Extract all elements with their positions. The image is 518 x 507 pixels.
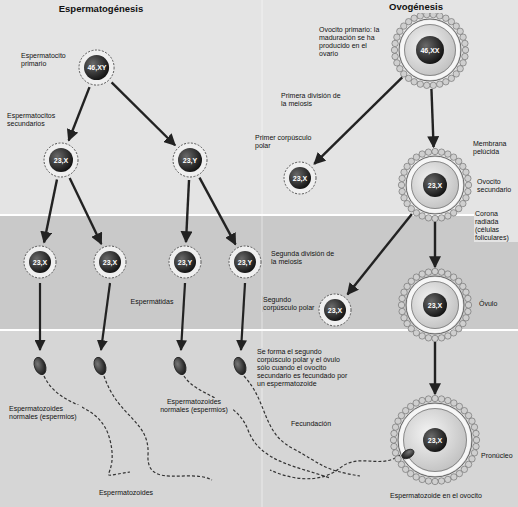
chromosome-count: 23,X: [428, 437, 442, 444]
chromosome-count: 23,Y: [183, 157, 197, 164]
division-arrow: [347, 214, 411, 294]
part-label: Fecundación: [290, 420, 348, 428]
panel-divider: [262, 0, 263, 507]
sperm-heads: [32, 356, 248, 377]
chromosome-count: 23,X: [293, 175, 307, 182]
chromosome-count: 23,X: [54, 157, 68, 164]
part-label: Espermatozoides normales (espermios): [8, 405, 82, 421]
germ-cell: 23,X: [23, 245, 57, 279]
germ-cell: 23,Y: [168, 245, 202, 279]
division-arrow: [434, 342, 436, 394]
division-arrow: [112, 82, 175, 145]
division-arrow: [199, 178, 235, 245]
oocyte-cell: 46,XX: [398, 18, 462, 82]
chromosome-count: 23,Y: [178, 259, 192, 266]
background-band: [0, 0, 518, 215]
oocyte-cell: 23,X: [397, 402, 473, 478]
panel-heading: Espermatogénesis: [30, 4, 172, 15]
division-arrow: [69, 87, 90, 140]
part-label: Espermatozoides: [80, 489, 172, 497]
part-label: Pronúcleo: [480, 452, 518, 460]
division-arrow: [70, 178, 102, 244]
germ-cell: 46,XY: [78, 49, 115, 86]
part-label: Espermatozoide en el ovocito: [360, 492, 512, 500]
germ-cell: 23,X: [93, 245, 127, 279]
part-label: Espermatozoides normales (espermios): [155, 398, 233, 414]
part-label: Segunda división de la meiosis: [270, 250, 336, 266]
germ-cell: 23,Y: [228, 245, 262, 279]
chromosome-count: 46,XX: [420, 47, 439, 54]
division-arrow: [314, 77, 402, 164]
oocyte-cell: 23,X: [405, 155, 465, 215]
part-label: Primer corpúsculo polar: [254, 134, 314, 150]
chromosome-count: 23,Y: [238, 259, 252, 266]
chromosome-count: 23,X: [428, 182, 442, 189]
germ-cell: 23,X: [43, 142, 79, 178]
part-label: Segundo corpúsculo polar: [262, 296, 316, 312]
panel-heading: Ovogénesis: [360, 2, 472, 13]
background-band: [0, 215, 518, 330]
germ-cell: 23,X: [318, 293, 352, 327]
division-arrow: [431, 89, 433, 147]
follicular-cells: [390, 11, 479, 484]
part-label: Espermatocitos secundarios: [6, 112, 68, 128]
part-label: Primera división de la meiosis: [280, 92, 344, 108]
part-label: Membrana pelúcida: [472, 140, 518, 156]
part-label: Óvulo: [478, 300, 516, 308]
chromosome-count: 23,X: [103, 259, 117, 266]
division-arrow: [44, 180, 57, 243]
sperm-tails: [44, 376, 400, 480]
chromosome-count: 23,X: [33, 259, 47, 266]
division-arrow: [434, 222, 436, 267]
oocyte-cell: 23,X: [405, 275, 465, 335]
chromosome-count: 46,XY: [87, 64, 106, 71]
germ-cell: 23,X: [283, 161, 317, 195]
maturation-arrows: [40, 283, 245, 350]
chromosome-count: 23,X: [428, 302, 442, 309]
part-label: Se forma el segundo corpúsculo polar y e…: [256, 348, 350, 388]
part-label: Ovocito primario: la maduración se ha pr…: [318, 26, 382, 58]
part-label: Espermátidas: [125, 298, 179, 306]
part-label: Espermatocito primario: [20, 52, 78, 68]
part-label: Ovocito secundario: [476, 178, 518, 194]
division-arrow: [186, 180, 189, 242]
background-band: [0, 330, 518, 507]
part-label: Corona radiada (células foliculares): [474, 210, 518, 242]
germ-cell: 23,Y: [172, 142, 208, 178]
chromosome-count: 23,X: [328, 307, 342, 314]
